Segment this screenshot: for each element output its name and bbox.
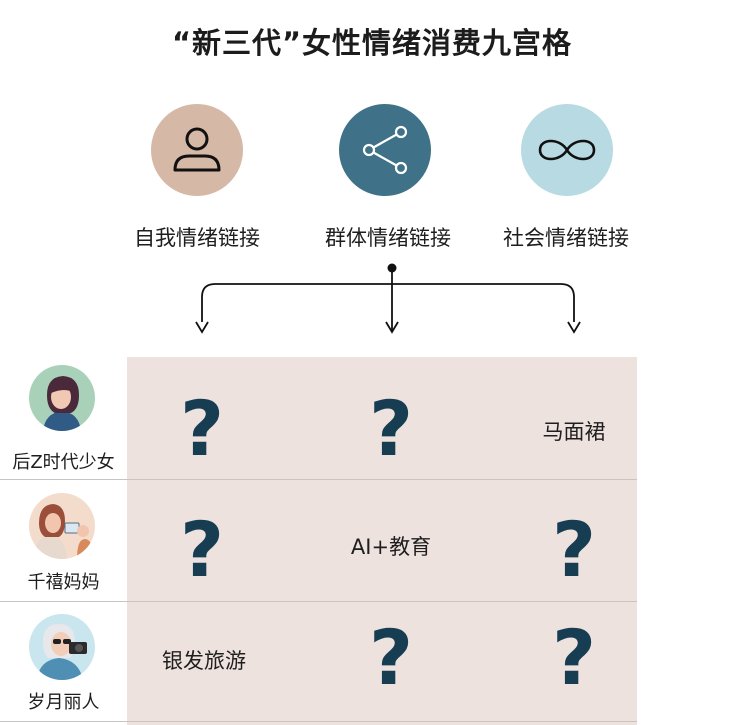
- senior-woman-camera-avatar: [29, 614, 95, 680]
- cell-text: 马面裙: [542, 420, 606, 444]
- right-arrow-head: [567, 321, 581, 334]
- self-connection-label: 自我情绪链接: [134, 226, 260, 250]
- grid-cell: ?: [117, 490, 287, 610]
- grid-cell: ?: [306, 369, 476, 489]
- grid-cell: ?: [117, 369, 287, 489]
- branch-arrows: [195, 263, 581, 334]
- unknown-question-mark: ?: [551, 505, 597, 594]
- row-divider: [0, 601, 637, 602]
- branch-bracket: [201, 283, 575, 322]
- cell-text: 银发旅游: [162, 649, 246, 673]
- unknown-question-mark: ?: [179, 384, 225, 473]
- share-icon: [362, 125, 408, 175]
- grid-cell: ?: [489, 598, 659, 718]
- group-connection-circle: [339, 104, 431, 196]
- self-connection-circle: [151, 104, 243, 196]
- grid-cell: 马面裙: [489, 371, 659, 491]
- group-connection-label: 群体情绪链接: [325, 226, 451, 250]
- nine-grid-background: [127, 357, 637, 725]
- unknown-question-mark: ?: [368, 613, 414, 702]
- row-label-gen-z-girls: 后Z时代少女: [12, 452, 115, 473]
- row-divider: [0, 721, 637, 722]
- girl-avatar: [29, 365, 95, 431]
- center-arrow-head: [385, 321, 399, 334]
- person-icon: [173, 127, 221, 172]
- grid-cell: ?: [489, 490, 659, 610]
- infinity-icon: [538, 139, 596, 161]
- society-connection-circle: [521, 104, 613, 196]
- page-title: “新三代”女性情绪消费九宫格: [171, 26, 573, 60]
- row-divider: [0, 479, 637, 480]
- row-label-senior-ladies: 岁月丽人: [27, 692, 100, 713]
- unknown-question-mark: ?: [368, 384, 414, 473]
- mother-child-avatar: [29, 493, 95, 559]
- row-label-millennial-moms: 千禧妈妈: [27, 572, 100, 593]
- left-arrow-head: [195, 321, 209, 334]
- unknown-question-mark: ?: [179, 505, 225, 594]
- cell-text: AI+教育: [350, 535, 432, 559]
- grid-cell: 银发旅游: [119, 600, 289, 720]
- society-connection-label: 社会情绪链接: [503, 226, 629, 250]
- grid-cell: AI+教育: [306, 486, 476, 606]
- unknown-question-mark: ?: [551, 613, 597, 702]
- grid-cell: ?: [306, 598, 476, 718]
